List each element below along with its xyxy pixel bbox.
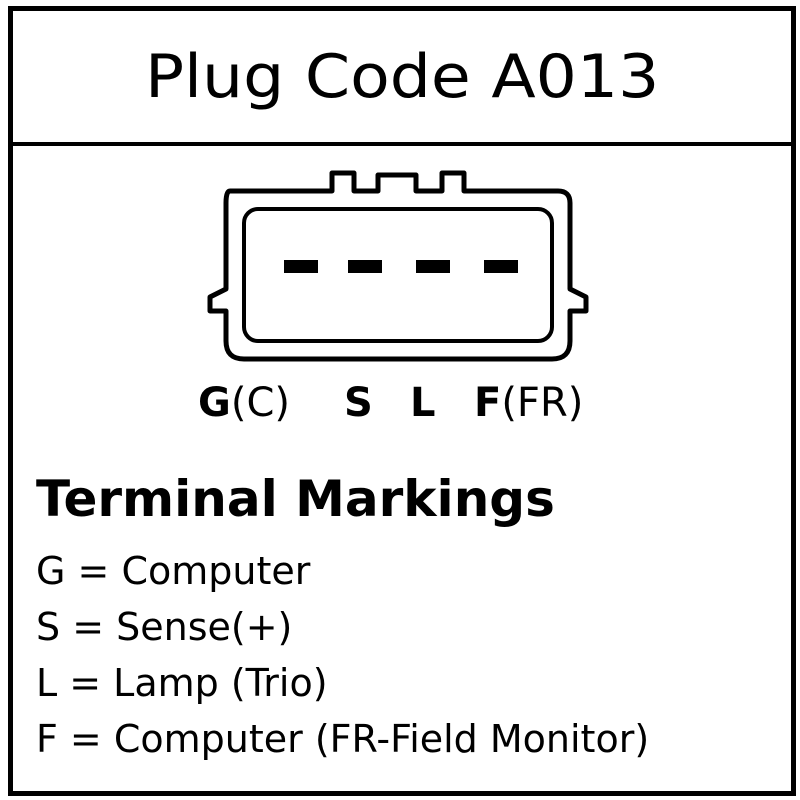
title-bar: Plug Code A013 <box>13 11 791 146</box>
connector-plug-icon <box>207 170 589 362</box>
diagram-frame: Plug Code A013 <box>8 6 796 796</box>
legend-item-s: S = Sense(+) <box>36 605 293 649</box>
pin-label-g: G(C) <box>198 380 290 426</box>
legend-heading: Terminal Markings <box>36 470 555 528</box>
pin-alt-code: (C) <box>230 380 290 426</box>
pin-terminal-g <box>284 260 318 273</box>
pin-terminal-l <box>416 260 450 273</box>
pin-code: S <box>344 380 373 426</box>
legend-list: G = Computer S = Sense(+) L = Lamp (Trio… <box>36 543 649 767</box>
pin-label-l: L <box>410 380 436 426</box>
pin-alt-code: (FR) <box>501 380 584 426</box>
pin-code: G <box>198 380 231 426</box>
legend-item-g: G = Computer <box>36 549 311 593</box>
pin-code: F <box>474 380 502 426</box>
legend-item-f: F = Computer (FR-Field Monitor) <box>36 717 650 761</box>
pin-labels-row: G(C) S L F(FR) <box>0 380 800 444</box>
pin-terminal-f <box>484 260 518 273</box>
page-title: Plug Code A013 <box>144 41 660 112</box>
pin-label-f: F(FR) <box>474 380 583 426</box>
connector-cavity-outline <box>242 207 554 343</box>
pin-label-s: S <box>344 380 373 426</box>
pin-terminal-s <box>348 260 382 273</box>
pin-code: L <box>410 380 436 426</box>
legend-item-l: L = Lamp (Trio) <box>36 661 328 705</box>
connector-housing-outline <box>207 170 589 362</box>
